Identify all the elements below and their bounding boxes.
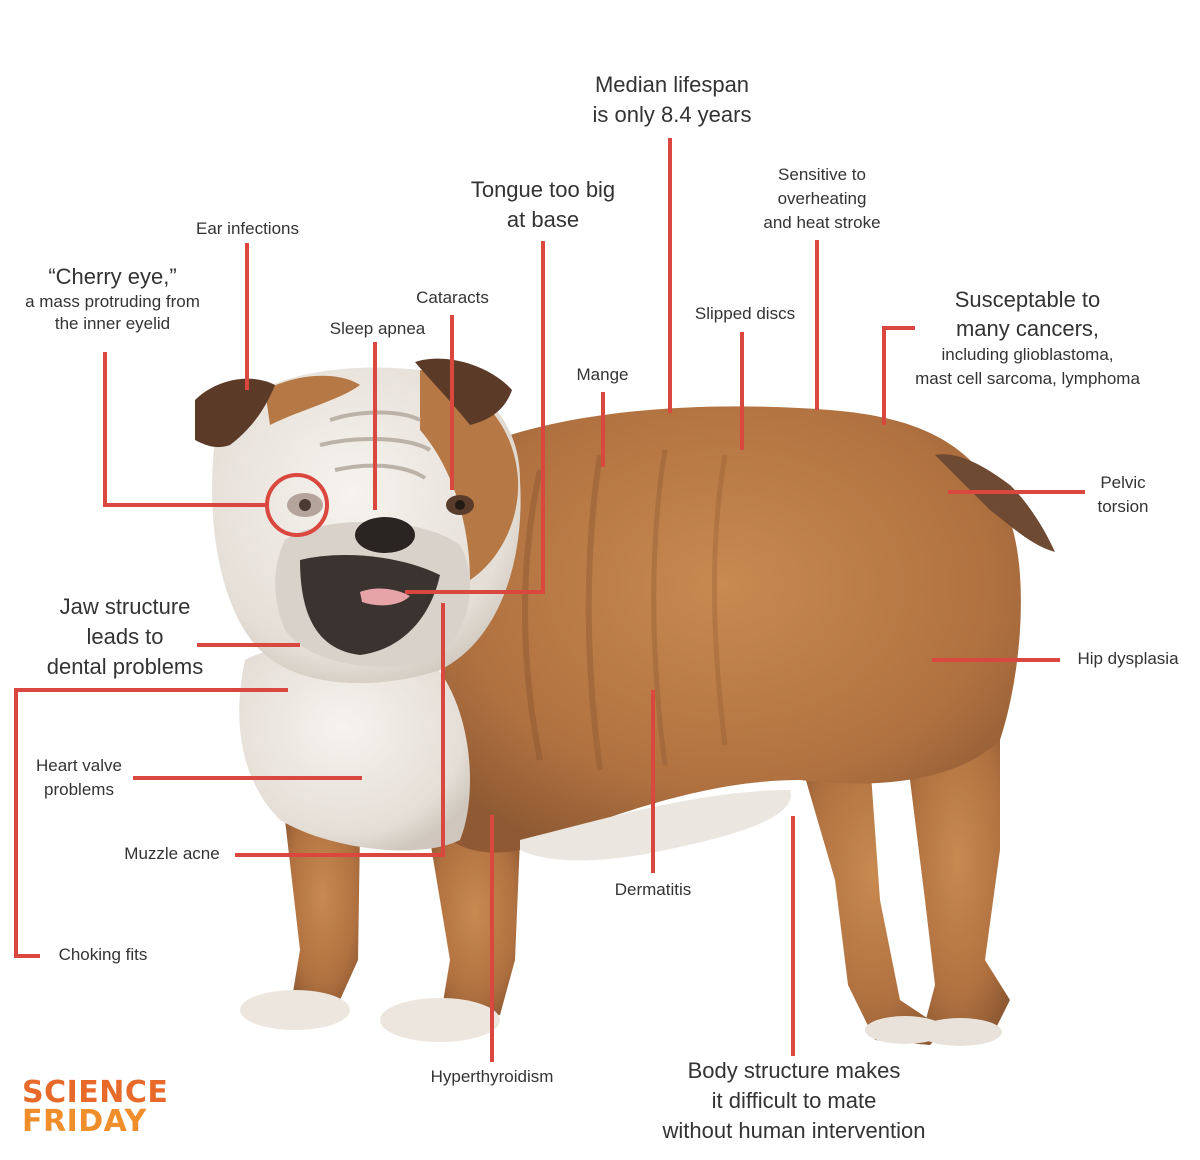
cherry-eye-circle <box>265 473 329 537</box>
leader-cherry-eye <box>103 352 268 507</box>
label-pelvic-torsion: Pelvic torsion <box>1097 473 1149 516</box>
label-choking-fits: Choking fits <box>58 945 148 964</box>
label-heart-valve: Heart valve problems <box>36 756 122 799</box>
label-median-lifespan: Median lifespan is only 8.4 years <box>592 72 752 127</box>
label-cherry-eye: “Cherry eye,” a mass protruding from the… <box>25 264 200 334</box>
label-cataracts: Cataracts <box>416 288 489 307</box>
science-friday-logo: SCIENCE FRIDAY <box>22 1075 169 1140</box>
label-muzzle-acne: Muzzle acne <box>124 844 220 863</box>
label-jaw-structure: Jaw structure leads to dental problems <box>46 594 204 679</box>
label-body-structure: Body structure makes it difficult to mat… <box>662 1058 926 1143</box>
label-dermatitis: Dermatitis <box>614 880 692 899</box>
leader-choking <box>14 688 288 958</box>
leader-tongue <box>405 241 545 594</box>
label-hyperthyroidism: Hyperthyroidism <box>430 1067 554 1086</box>
leader-muzzle <box>235 603 445 857</box>
logo-line-1: SCIENCE <box>22 1075 169 1110</box>
label-sensitive-heat: Sensitive to overheating and heat stroke <box>763 165 881 232</box>
leader-lines <box>14 138 1085 1062</box>
logo-line-2: FRIDAY <box>22 1104 147 1140</box>
label-ear-infections: Ear infections <box>196 219 299 238</box>
label-hip-dysplasia: Hip dysplasia <box>1077 649 1179 668</box>
label-mange: Mange <box>576 365 629 384</box>
leader-cancers <box>882 326 915 425</box>
label-sleep-apnea: Sleep apnea <box>329 319 426 338</box>
label-slipped-discs: Slipped discs <box>694 304 796 323</box>
label-cancers: Susceptable to many cancers, including g… <box>915 287 1140 388</box>
label-tongue: Tongue too big at base <box>470 177 616 232</box>
bulldog-illustration <box>195 358 1055 1046</box>
